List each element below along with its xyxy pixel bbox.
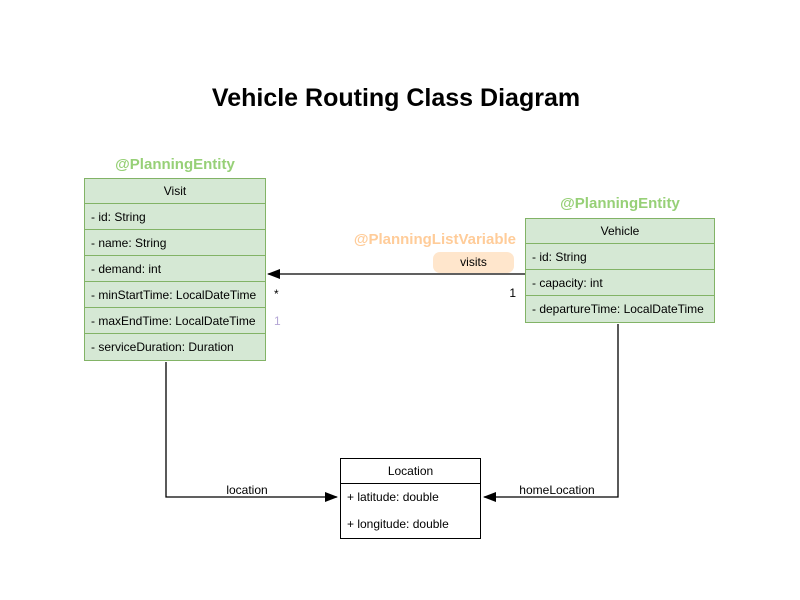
vehicle-attribute-id: - id: String — [526, 244, 714, 270]
vehicle-attribute-capacity: - capacity: int — [526, 270, 714, 296]
location-class-name: Location — [341, 459, 480, 484]
visit-class-name: Visit — [85, 179, 265, 204]
visits-target-multiplicity: * — [274, 287, 279, 301]
visit-attribute-serviceduration: - serviceDuration: Duration — [91, 340, 234, 354]
visit-attribute-id: - id: String — [85, 204, 265, 230]
homelocation-edge-label: homeLocation — [519, 483, 595, 497]
homelocation-association-arrow[interactable] — [483, 324, 619, 502]
location-attribute-latitude: + latitude: double — [347, 490, 439, 504]
vehicle-class-name: Vehicle — [526, 219, 714, 244]
visit-attribute-minstarttime: - minStartTime: LocalDateTime — [85, 282, 265, 308]
visit-class-node[interactable]: Visit - id: String - name: String - dema… — [84, 178, 266, 361]
vehicle-class-node[interactable]: Vehicle - id: String - capacity: int - d… — [525, 218, 715, 323]
visit-attribute-maxendtime: - maxEndTime: LocalDateTime — [85, 308, 265, 334]
vehicle-planning-entity-annotation: @PlanningEntity — [560, 195, 680, 212]
location-edge-label: location — [226, 483, 268, 497]
location-class-node[interactable]: Location + latitude: double + longitude:… — [340, 458, 481, 539]
diagram-title: Vehicle Routing Class Diagram — [211, 84, 581, 112]
location-attribute-longitude: + longitude: double — [347, 517, 449, 531]
visit-planning-entity-annotation: @PlanningEntity — [115, 156, 235, 173]
location-association-arrow[interactable] — [165, 362, 338, 502]
visits-secondary-multiplicity: 1 — [274, 314, 281, 328]
vehicle-attribute-departuretime: - departureTime: LocalDateTime — [532, 302, 704, 316]
visit-attribute-demand: - demand: int — [85, 256, 265, 282]
visits-source-multiplicity: 1 — [509, 286, 516, 300]
visits-edge-label: visits — [433, 252, 514, 273]
planning-list-variable-annotation: @PlanningListVariable — [353, 231, 516, 248]
visit-attribute-name: - name: String — [85, 230, 265, 256]
